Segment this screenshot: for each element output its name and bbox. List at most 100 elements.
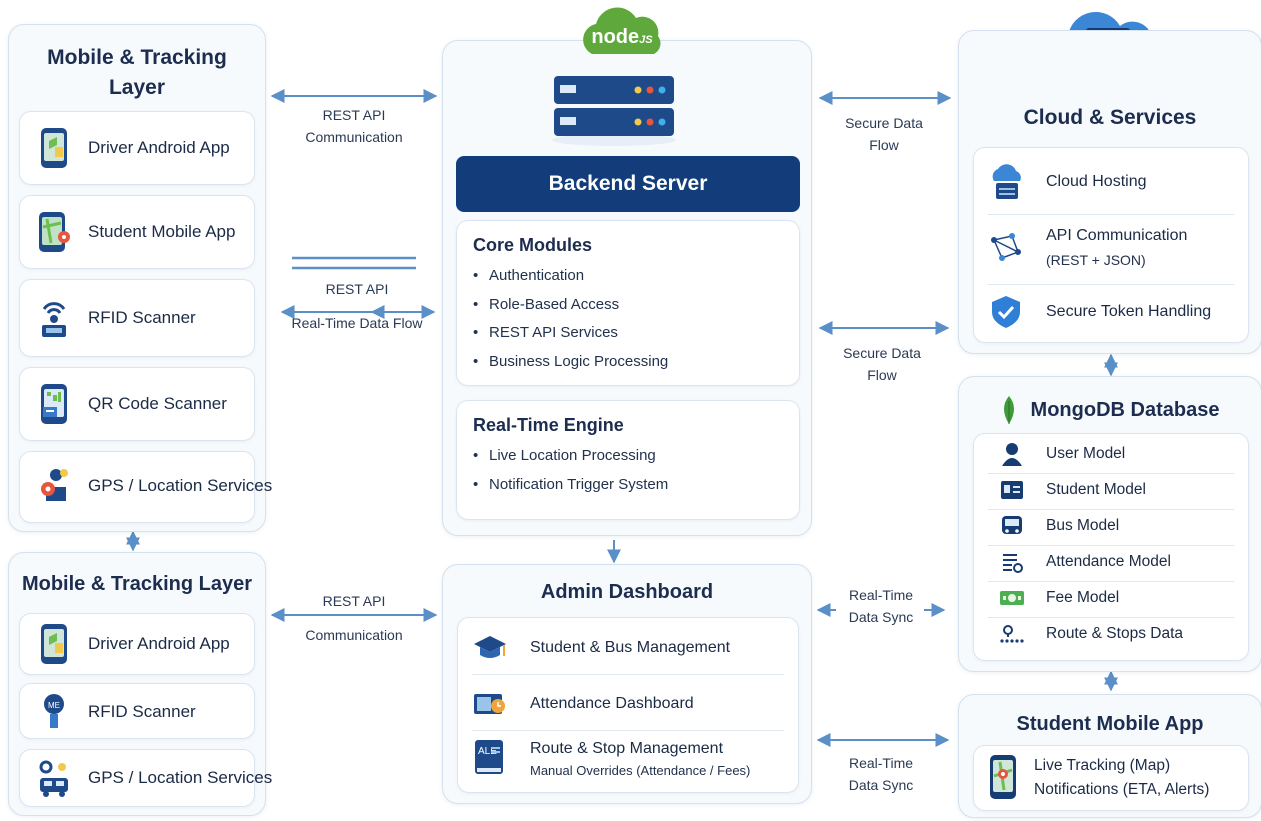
admin-items-card: Student & Bus Management Attendance Dash… (457, 617, 799, 793)
bus-gear-icon (36, 758, 72, 798)
student-mobile-app-title: Student Mobile App (1016, 713, 1204, 735)
item-sublabel: (REST + JSON) (1046, 252, 1146, 268)
item-label: QR Code Scanner (88, 394, 227, 413)
connector-label-admin-right-2: Real-Time Data Sync (848, 755, 914, 793)
backend-server-title: Backend Server (548, 172, 708, 195)
item-label: GPS / Location Services (88, 476, 273, 495)
fee-model-row[interactable]: Fee Model (974, 584, 1248, 612)
svg-text:ME: ME (48, 701, 60, 710)
admin-dashboard-panel: Admin Dashboard Student & Bus Management… (442, 564, 812, 804)
connector-label-mid-right: Secure Data Flow (843, 345, 921, 383)
mongodb-database-panel: MongoDB Database User Model Student Mode… (958, 376, 1261, 672)
divider (988, 509, 1234, 510)
rfid-scanner-icon (36, 298, 72, 338)
item-label: Student & Bus Management (530, 639, 731, 656)
student-app-features-card[interactable]: Live Tracking (Map) Notifications (ETA, … (973, 745, 1249, 811)
driver-android-app-card-2[interactable]: Driver Android App (19, 613, 255, 675)
core-item: Business Logic Processing (473, 348, 783, 377)
student-mobile-app-card[interactable]: Student Mobile App (19, 195, 255, 269)
nodejs-logo: nodeJS (574, 4, 670, 64)
item-label: Fee Model (1046, 589, 1120, 606)
attendance-list-icon (998, 548, 1026, 576)
rt-item: Live Location Processing (473, 442, 783, 471)
notifications-label: Notifications (ETA, Alerts) (1034, 781, 1210, 798)
route-stops-data-row[interactable]: Route & Stops Data (974, 620, 1248, 648)
qr-code-scanner-card[interactable]: QR Code Scanner (19, 367, 255, 441)
phone-app-icon (36, 128, 72, 168)
core-item: REST API Services (473, 319, 783, 348)
item-label: Bus Model (1046, 517, 1120, 534)
divider (988, 545, 1234, 546)
item-label: GPS / Location Services (88, 768, 273, 787)
core-modules-card: Core Modules Authentication Role-Based A… (456, 220, 800, 386)
dashboard-clock-icon (472, 684, 508, 724)
route-book-icon: ALE (472, 738, 508, 778)
gps-pin-icon (36, 466, 72, 506)
item-label: Attendance Dashboard (530, 695, 694, 712)
connector-label-admin-right-1: Real-Time Data Sync (848, 587, 914, 625)
panel-title: Mobile & Tracking Layer (21, 573, 253, 595)
item-label: User Model (1046, 445, 1126, 462)
mongodb-leaf-icon (1001, 395, 1017, 425)
api-communication-item[interactable]: API Communication (REST + JSON) (988, 224, 1187, 272)
id-card-icon (998, 476, 1026, 504)
mongodb-title: MongoDB Database (1030, 398, 1220, 421)
money-icon (998, 584, 1026, 612)
divider (988, 617, 1234, 618)
connector-label-top-right: Secure Data Flow (845, 115, 923, 153)
phone-map-pin-icon (988, 754, 1018, 807)
driver-android-app-card[interactable]: Driver Android App (19, 111, 255, 185)
panel-title-line1: Mobile & Tracking (47, 46, 227, 69)
item-label: Student Model (1046, 481, 1146, 498)
item-label: Driver Android App (88, 138, 230, 157)
server-stack-icon (550, 74, 678, 146)
divider (988, 284, 1234, 285)
network-nodes-icon (988, 228, 1024, 268)
route-dots-icon (998, 620, 1026, 648)
secure-token-handling-item[interactable]: Secure Token Handling (988, 292, 1211, 332)
backend-server-title-bar: Backend Server (456, 156, 800, 212)
student-mobile-app-panel: Student Mobile App Live Tracking (Map) N… (958, 694, 1261, 818)
student-model-row[interactable]: Student Model (974, 476, 1248, 504)
divider (988, 581, 1234, 582)
bus-icon (998, 512, 1026, 540)
attendance-dashboard-item[interactable]: Attendance Dashboard (472, 684, 694, 724)
graduation-cap-icon (472, 628, 508, 668)
route-stop-management-item[interactable]: ALE Route & Stop Management Manual Overr… (472, 738, 750, 782)
divider (988, 473, 1234, 474)
rfid-scanner-icon: ME (36, 692, 72, 732)
item-sublabel: Manual Overrides (Attendance / Fees) (530, 763, 751, 778)
admin-dashboard-title: Admin Dashboard (540, 581, 714, 603)
rfid-scanner-card[interactable]: RFID Scanner (19, 279, 255, 357)
panel-title-line2: Layer (108, 76, 166, 99)
item-label: RFID Scanner (88, 308, 196, 327)
gps-location-services-card[interactable]: GPS / Location Services (19, 451, 272, 523)
divider (988, 214, 1234, 215)
student-bus-management-item[interactable]: Student & Bus Management (472, 628, 730, 668)
shield-check-icon (988, 292, 1024, 332)
mobile-tracking-layer-panel: Mobile & Tracking Layer Driver Android A… (8, 24, 272, 532)
attendance-model-row[interactable]: Attendance Model (974, 548, 1248, 576)
user-icon (998, 440, 1026, 468)
phone-app-icon (36, 624, 72, 664)
connector-label-top-left: REST API Communication (305, 107, 403, 145)
real-time-engine-title: Real-Time Engine (473, 415, 624, 435)
svg-text:ALE: ALE (478, 746, 497, 757)
cloud-hosting-item[interactable]: Cloud Hosting (988, 162, 1147, 202)
real-time-engine-card: Real-Time Engine Live Location Processin… (456, 400, 800, 520)
rfid-scanner-card-2[interactable]: ME RFID Scanner (19, 683, 255, 739)
item-label: API Communication (1046, 227, 1188, 244)
user-model-row[interactable]: User Model (974, 440, 1248, 468)
item-label: Cloud Hosting (1046, 173, 1147, 190)
item-label: Route & Stop Management (530, 740, 724, 757)
bus-model-row[interactable]: Bus Model (974, 512, 1248, 540)
divider (472, 674, 784, 675)
item-label: RFID Scanner (88, 702, 196, 721)
gps-location-services-card-2[interactable]: GPS / Location Services (19, 749, 272, 807)
cloud-server-icon (988, 162, 1024, 202)
core-item: Role-Based Access (473, 291, 783, 320)
item-label: Student Mobile App (88, 222, 236, 241)
cloud-services-title: Cloud & Services (1023, 106, 1197, 129)
item-label: Secure Token Handling (1046, 303, 1212, 320)
live-tracking-label: Live Tracking (Map) (1034, 757, 1171, 774)
